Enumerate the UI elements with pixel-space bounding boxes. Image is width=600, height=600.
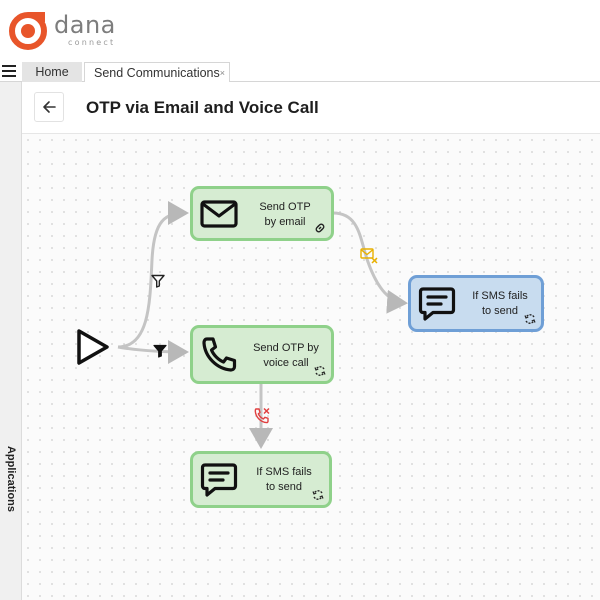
- refresh-icon[interactable]: [523, 312, 537, 326]
- logo-mark: [9, 12, 47, 50]
- page-title: OTP via Email and Voice Call: [86, 98, 319, 117]
- node-voice-line1: Send OTP by: [253, 342, 319, 354]
- link-icon[interactable]: [313, 221, 327, 235]
- filter-filled-icon[interactable]: [153, 344, 167, 358]
- play-icon[interactable]: [75, 328, 111, 366]
- node-sms-bottom-line2: to send: [265, 481, 303, 493]
- tab-home[interactable]: Home: [22, 62, 82, 82]
- node-email-line1: Send OTP: [259, 201, 311, 213]
- arrow-left-icon: [43, 101, 56, 113]
- brand-logo: dana connect: [8, 6, 148, 54]
- page-header: OTP via Email and Voice Call: [22, 82, 600, 134]
- brand-name: dana: [54, 11, 116, 39]
- chat-message-icon: [200, 462, 238, 497]
- node-sms-bottom-line1: If SMS fails: [256, 466, 312, 478]
- envelope-icon: [200, 199, 238, 228]
- phone-x-icon[interactable]: [253, 407, 271, 425]
- applications-label: Applications: [5, 445, 17, 513]
- node-sms-fails-bottom[interactable]: If SMS fails to send: [190, 451, 332, 508]
- chat-message-icon: [418, 286, 456, 321]
- phone-icon: [202, 336, 237, 372]
- refresh-icon[interactable]: [313, 364, 327, 378]
- node-email-line2: by email: [264, 216, 306, 228]
- refresh-icon[interactable]: [311, 488, 325, 502]
- brand-tagline: connect: [68, 38, 116, 47]
- envelope-x-icon[interactable]: [360, 247, 378, 265]
- filter-outline-icon[interactable]: [151, 274, 165, 288]
- tab-close-icon[interactable]: ×: [219, 68, 225, 78]
- node-sms-right-line1: If SMS fails: [472, 290, 528, 302]
- tab-bar: Home Send Communications ×: [0, 62, 600, 82]
- node-sms-right-line2: to send: [481, 305, 519, 317]
- node-send-otp-voice[interactable]: Send OTP by voice call: [190, 325, 334, 384]
- back-button[interactable]: [34, 92, 64, 122]
- tab-send-communications[interactable]: Send Communications ×: [84, 62, 230, 82]
- node-voice-line2: voice call: [263, 357, 309, 369]
- node-send-otp-email[interactable]: Send OTP by email: [190, 186, 334, 241]
- tab-send-label: Send Communications: [94, 66, 220, 80]
- applications-toggle[interactable]: Applications: [2, 444, 20, 514]
- hamburger-icon[interactable]: [2, 65, 16, 79]
- node-sms-fails-right[interactable]: If SMS fails to send: [408, 275, 544, 332]
- applications-sidebar[interactable]: Applications: [0, 82, 22, 600]
